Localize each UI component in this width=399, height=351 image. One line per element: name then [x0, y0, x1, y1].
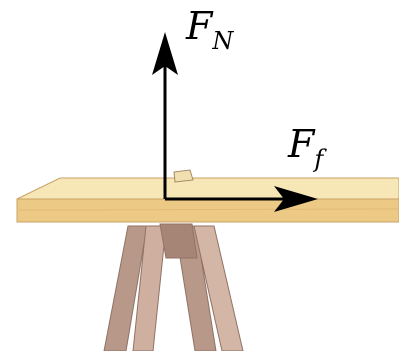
board	[17, 170, 399, 222]
normal-force-label: FN	[185, 4, 234, 55]
friction-force-subscript: f	[312, 145, 327, 173]
normal-force-symbol: F	[185, 4, 214, 48]
normal-force-subscript: N	[211, 27, 234, 55]
contact-block	[174, 170, 193, 182]
friction-force-symbol: F	[287, 122, 316, 166]
board-top-surface	[17, 178, 399, 199]
sawhorse	[104, 224, 243, 351]
friction-force-label: Ff	[287, 122, 327, 173]
board-front-face	[17, 199, 399, 222]
sawhorse-crossbar	[160, 224, 197, 258]
